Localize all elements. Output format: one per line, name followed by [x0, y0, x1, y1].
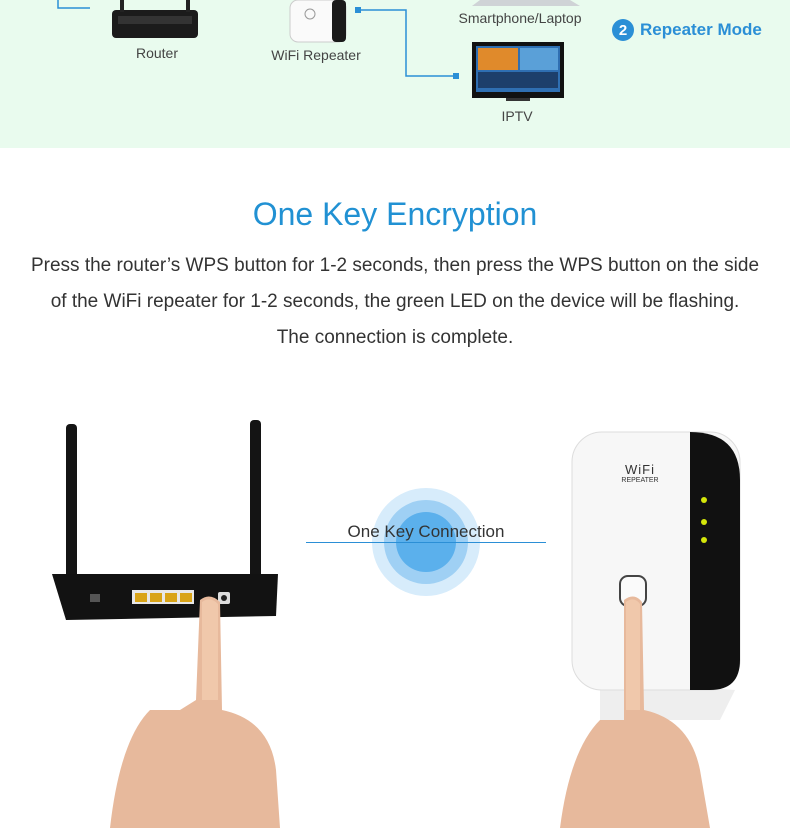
repeater-label: WiFi Repeater — [271, 47, 361, 63]
repeater-mode-heading: 2 Repeater Mode — [612, 19, 762, 41]
hand-right — [560, 596, 710, 828]
connection-underline — [306, 542, 546, 543]
repeater-side-panel — [690, 432, 740, 690]
repeater-sub-label: REPEATER — [621, 477, 659, 484]
router-illustration — [52, 420, 280, 828]
repeater-illustration — [560, 431, 741, 828]
mode-label: Repeater Mode — [640, 20, 762, 39]
connection-label: One Key Connection — [347, 522, 505, 541]
hand-left — [110, 596, 280, 828]
repeater-icon — [289, 0, 347, 43]
section-description: Press the router’s WPS button for 1-2 se… — [0, 248, 790, 356]
mode-number-badge: 2 — [612, 19, 634, 41]
repeater-brand: WiFi — [625, 462, 655, 477]
tv-icon — [472, 42, 564, 101]
connector-line — [57, 0, 90, 9]
router-icon — [112, 0, 198, 38]
router-label: Router — [135, 45, 179, 61]
description-line-1: Press the router’s WPS button for 1-2 se… — [30, 255, 760, 276]
laptop-icon — [472, 0, 580, 6]
iptv-label: IPTV — [501, 108, 533, 124]
network-diagram — [57, 0, 580, 101]
connector-line — [358, 9, 458, 77]
section-title: One Key Encryption — [252, 196, 538, 232]
description-line-3: The connection is complete. — [276, 327, 514, 348]
description-line-2: of the WiFi repeater for 1-2 seconds, th… — [50, 291, 740, 312]
antenna-left — [66, 424, 77, 584]
antenna-right — [250, 420, 261, 580]
smartphone-label: Smartphone/Laptop — [458, 10, 582, 26]
